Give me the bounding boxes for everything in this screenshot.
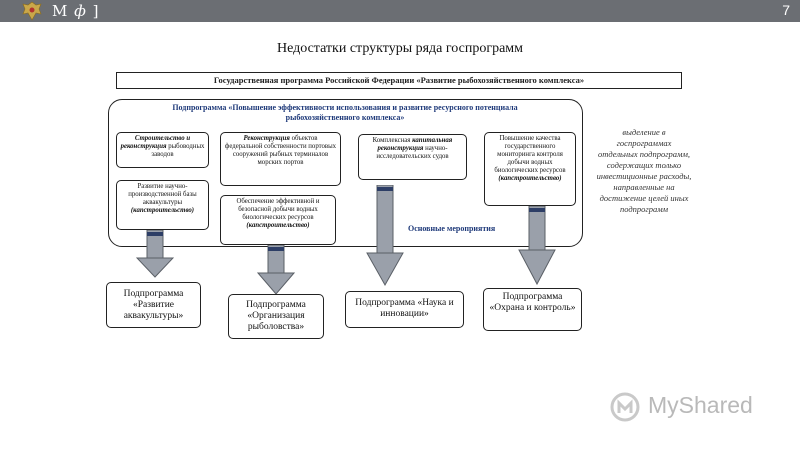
watermark-text: MyShared xyxy=(648,392,753,418)
coat-of-arms-icon xyxy=(22,1,42,21)
arrow-down-icon xyxy=(136,230,174,278)
activity-research-vessels: Комплексная капитальная реконструкция на… xyxy=(358,134,467,180)
program-box: Государственная программа Российской Фед… xyxy=(116,72,682,89)
side-note: выделение в госпрограммах отдельных подп… xyxy=(596,127,692,214)
watermark: MyShared xyxy=(610,392,780,422)
main-events-label: Основные мероприятия xyxy=(408,224,496,233)
arrow-down-icon xyxy=(366,185,404,287)
target-protection: Подпрограмма «Охрана и контроль» xyxy=(483,288,582,331)
activity-hatcheries: Строительство и реконструкция рыбоводных… xyxy=(116,132,209,168)
activity-monitoring: Повышение качества государственного мони… xyxy=(484,132,576,206)
subprogram-title: Подпрограмма «Повышение эффективности ис… xyxy=(172,103,518,122)
target-aquaculture: Подпрограмма «Развитие аквакультуры» xyxy=(106,282,201,328)
activity-safe-catch: Обеспечение эффективной и безопасной доб… xyxy=(220,195,336,245)
watermark-logo-icon xyxy=(610,392,640,422)
activity-port-reconstruction: Реконструкция объектов федеральной собст… xyxy=(220,132,341,186)
target-science: Подпрограмма «Наука и инновации» xyxy=(345,291,464,328)
slide-title: Недостатки структуры ряда госпрограмм xyxy=(276,41,524,56)
arrow-down-icon xyxy=(257,245,295,295)
activity-aquaculture-base: Развитие научно-производственной базы ак… xyxy=(116,180,209,230)
brand-text: М ф ] xyxy=(52,2,100,20)
top-bar: М ф ] 7 xyxy=(0,0,800,22)
arrow-down-icon xyxy=(518,206,556,286)
slide-number: 7 xyxy=(782,2,790,18)
target-fishing: Подпрограмма «Организация рыболовства» xyxy=(228,294,324,339)
